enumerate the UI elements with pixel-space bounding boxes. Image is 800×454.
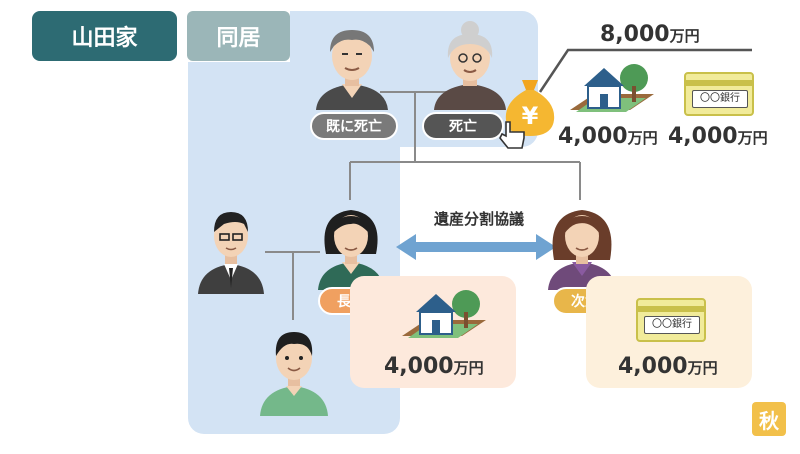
elder-inheritance-amount: 4,000万円	[384, 354, 484, 379]
card-stripe	[686, 80, 752, 86]
younger-daughter-avatar	[548, 210, 616, 290]
card-stripe	[638, 306, 704, 312]
father-avatar	[316, 30, 388, 110]
pointer-hand-icon	[499, 121, 525, 149]
grandchild-avatar	[260, 332, 328, 416]
family-label: 山田家	[71, 26, 138, 51]
negotiation-label: 遺産分割協議	[433, 210, 524, 228]
mother-avatar	[434, 21, 506, 110]
father-status-label: 既に死亡	[326, 119, 382, 135]
elder-inheritance-value: 4,000	[384, 354, 454, 379]
younger-inheritance-amount: 4,000万円	[618, 354, 718, 379]
elder-daughter-avatar	[318, 210, 384, 290]
elder-house-icon	[402, 290, 486, 338]
estate-bank-unit: 万円	[737, 129, 768, 147]
father-status-pill: 既に死亡	[310, 112, 398, 140]
estate-bank-value: 4,000	[668, 124, 738, 149]
estate-bank-amount: 4,000万円	[668, 124, 768, 149]
double-arrow-icon	[396, 234, 556, 260]
younger-bank-card-label: 〇〇銀行	[644, 316, 700, 334]
mother-status-label: 死亡	[449, 119, 477, 135]
estate-total-unit: 万円	[669, 27, 700, 45]
younger-inheritance-value: 4,000	[618, 354, 688, 379]
estate-house-icon	[570, 64, 654, 112]
corner-logo: 秋	[752, 402, 786, 436]
yen-symbol: ¥	[522, 102, 539, 130]
husband-avatar	[198, 212, 264, 294]
estate-bank-card-label: 〇〇銀行	[692, 90, 748, 108]
corner-logo-char: 秋	[759, 408, 779, 433]
younger-bank-card: 〇〇銀行	[636, 298, 706, 342]
estate-bank-card: 〇〇銀行	[684, 72, 754, 116]
estate-house-unit: 万円	[627, 129, 658, 147]
estate-total: 8,000万円	[600, 22, 700, 47]
estate-house-amount: 4,000万円	[558, 124, 658, 149]
estate-total-value: 8,000	[600, 22, 670, 47]
estate-house-value: 4,000	[558, 124, 628, 149]
cohabit-label: 同居	[216, 26, 261, 51]
younger-inheritance-unit: 万円	[687, 359, 718, 377]
cohabit-tab: 同居	[187, 11, 290, 61]
family-header-tab: 山田家	[32, 11, 177, 61]
elder-inheritance-unit: 万円	[453, 359, 484, 377]
mother-status-pill: 死亡	[422, 112, 504, 140]
money-bag-icon: ¥	[505, 80, 555, 136]
